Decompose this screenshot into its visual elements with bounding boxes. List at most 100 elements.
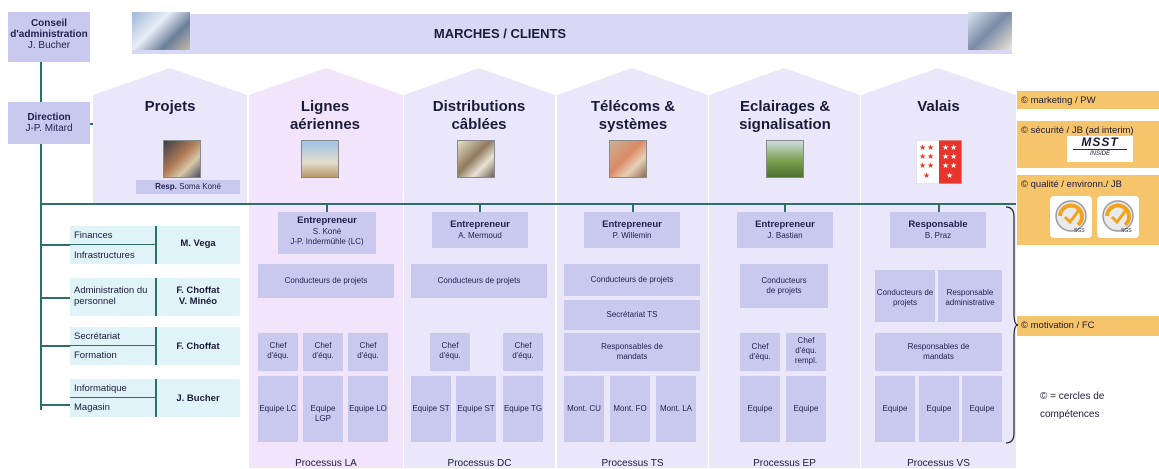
- valais-flag-icon: ★★★★★★★ ★★★★★★★: [915, 139, 963, 185]
- svg-text:★: ★: [927, 161, 934, 170]
- svg-text:★: ★: [942, 161, 949, 170]
- svg-text:★: ★: [950, 161, 957, 170]
- service-administration: Administration du personnel: [74, 285, 148, 307]
- services-vline: [40, 205, 42, 405]
- lignes-chef-2-label: Chef d'équ.: [312, 341, 334, 360]
- eclairages-equipe-1-label: Equipe: [747, 404, 773, 413]
- distributions-equipe-1: Equipe ST: [411, 376, 451, 442]
- lignes-chef-1: Chef d'équ.: [258, 333, 298, 371]
- valais-equipe-1-label: Equipe: [882, 404, 908, 413]
- projets-resp: Resp. Soma Koné: [136, 180, 240, 194]
- services-branch-3: [40, 345, 70, 347]
- eclairages-chef-1: Chef d'équ.: [740, 333, 780, 371]
- cercle-securite-label: © sécurité / JB (ad interim): [1021, 125, 1134, 136]
- valais-responsables-label: Responsables de mandats: [907, 342, 970, 361]
- drop-telecoms: [632, 203, 634, 212]
- service-person-1: M. Vega: [180, 238, 216, 249]
- eclairages-chef-1-label: Chef d'équ.: [749, 342, 771, 361]
- valais-head-sub: B. Praz: [924, 231, 952, 240]
- telecoms-secretariat: Secrétariat TS: [564, 300, 700, 330]
- distributions-equipe-1-label: Equipe ST: [412, 404, 450, 413]
- banner-photo-right: [968, 12, 1012, 50]
- sgs-logo-2: SGS: [1097, 196, 1139, 238]
- service-person-3: F. Choffat: [176, 341, 220, 352]
- valais-conducteurs: Conducteurs de projets: [875, 270, 935, 322]
- valais-conducteurs-label: Conducteurs de projets: [876, 288, 934, 307]
- telecoms-conducteurs-label: Conducteurs de projets: [590, 275, 674, 284]
- service-sep-1: [155, 226, 157, 264]
- roof-distributions: [404, 68, 555, 95]
- banner: [132, 14, 1012, 54]
- service-underline-3a: [70, 345, 155, 346]
- roof-lignes: [249, 68, 403, 95]
- lignes-chef-1-label: Chef d'équ.: [267, 341, 289, 360]
- svg-text:★: ★: [919, 152, 926, 161]
- eclairages-chef-2: Chef d'équ. rempl.: [786, 333, 826, 371]
- banner-photo-left: [132, 12, 190, 50]
- lignes-conducteurs: Conducteurs de projets: [258, 264, 394, 298]
- distributions-chef-1: Chef d'équ.: [430, 333, 470, 371]
- msst-logo-text: MSST: [1081, 135, 1119, 149]
- lignes-process: Processus LA: [295, 458, 357, 469]
- conseil-name: J. Bucher: [27, 40, 71, 51]
- distributions-chef-2: Chef d'équ.: [503, 333, 543, 371]
- service-person-2: F. Choffat V. Minéo: [176, 285, 220, 307]
- service-sep-3: [155, 327, 157, 365]
- sgs-label-1: SGS: [1074, 228, 1085, 234]
- telecoms-conducteurs: Conducteurs de projets: [564, 264, 700, 296]
- valais-equipe-2-label: Equipe: [926, 404, 952, 413]
- valais-equipe-3: Equipe: [962, 376, 1002, 442]
- telecoms-head-sub: P. Willemin: [612, 231, 652, 240]
- lignes-head-sub: S. Koné J-P. Indermühle (LC): [290, 227, 364, 246]
- service-underline-4a: [70, 397, 155, 398]
- service-infrastructures: Infrastructures: [74, 250, 135, 261]
- telecoms-mont-2: Mont. FO: [610, 376, 650, 442]
- valais-process: Processus VS: [907, 458, 970, 469]
- svg-text:★: ★: [950, 152, 957, 161]
- valais-head-title: Responsable: [908, 219, 968, 230]
- distributions-equipe-2: Equipe ST: [456, 376, 496, 442]
- sgs-label-2: SGS: [1121, 228, 1132, 234]
- distributions-head-title: Entrepreneur: [450, 219, 510, 230]
- service-secretariat: Secrétariat: [74, 331, 120, 342]
- telecoms-mont-3-label: Mont. LA: [659, 404, 692, 413]
- conseil-connector: [40, 62, 42, 102]
- valais-resp-admin: Responsable administrative: [938, 270, 1002, 322]
- column-title-valais: Valais: [917, 98, 960, 115]
- telecoms-secretariat-label: Secrétariat TS: [606, 310, 658, 319]
- svg-text:★: ★: [919, 143, 926, 152]
- direction-name: J-P. Mitard: [25, 123, 73, 134]
- distributions-chef-2-label: Chef d'équ.: [512, 341, 534, 360]
- service-underline-1a: [70, 244, 155, 245]
- cercle-marketing: © marketing / PW: [1017, 91, 1159, 109]
- service-magasin: Magasin: [74, 402, 110, 413]
- valais-equipe-3-label: Equipe: [969, 404, 995, 413]
- cercles-brace: [1005, 206, 1018, 444]
- distributions-conducteurs: Conducteurs de projets: [411, 264, 547, 298]
- service-person-4: J. Bucher: [176, 393, 220, 404]
- sgs-logo-1: SGS: [1050, 196, 1092, 238]
- svg-text:★: ★: [927, 152, 934, 161]
- eclairages-conducteurs-label: Conducteurs de projets: [761, 276, 807, 295]
- svg-text:★: ★: [942, 152, 949, 161]
- conseil-title: Conseil d'administration: [10, 18, 88, 40]
- telecoms-mont-1: Mont. CU: [564, 376, 604, 442]
- distributions-equipe-3: Equipe TG: [503, 376, 543, 442]
- column-title-eclairages: Eclairages & signalisation: [739, 98, 831, 133]
- valais-head: Responsable B. Praz: [890, 212, 986, 248]
- cercle-qualite-label: © qualité / environn./ JB: [1021, 179, 1122, 190]
- direction-hline: [90, 123, 93, 125]
- telecoms-mont-2-label: Mont. FO: [613, 404, 647, 413]
- svg-text:★: ★: [919, 161, 926, 170]
- lignes-chef-3: Chef d'équ.: [348, 333, 388, 371]
- valais-responsables: Responsables de mandats: [875, 333, 1002, 371]
- column-title-projets: Projets: [144, 98, 196, 115]
- telecoms-mont-1-label: Mont. CU: [567, 404, 601, 413]
- distributions-equipe-3-label: Equipe TG: [503, 404, 543, 413]
- telecoms-head: Entrepreneur P. Willemin: [584, 212, 680, 248]
- photo-telecoms: [609, 140, 647, 178]
- lignes-equipe-1-label: Equipe LC: [259, 404, 297, 413]
- roof-eclairages: [709, 68, 860, 95]
- service-sep-2: [155, 278, 157, 316]
- column-title-lignes: Lignes aériennes: [289, 98, 361, 133]
